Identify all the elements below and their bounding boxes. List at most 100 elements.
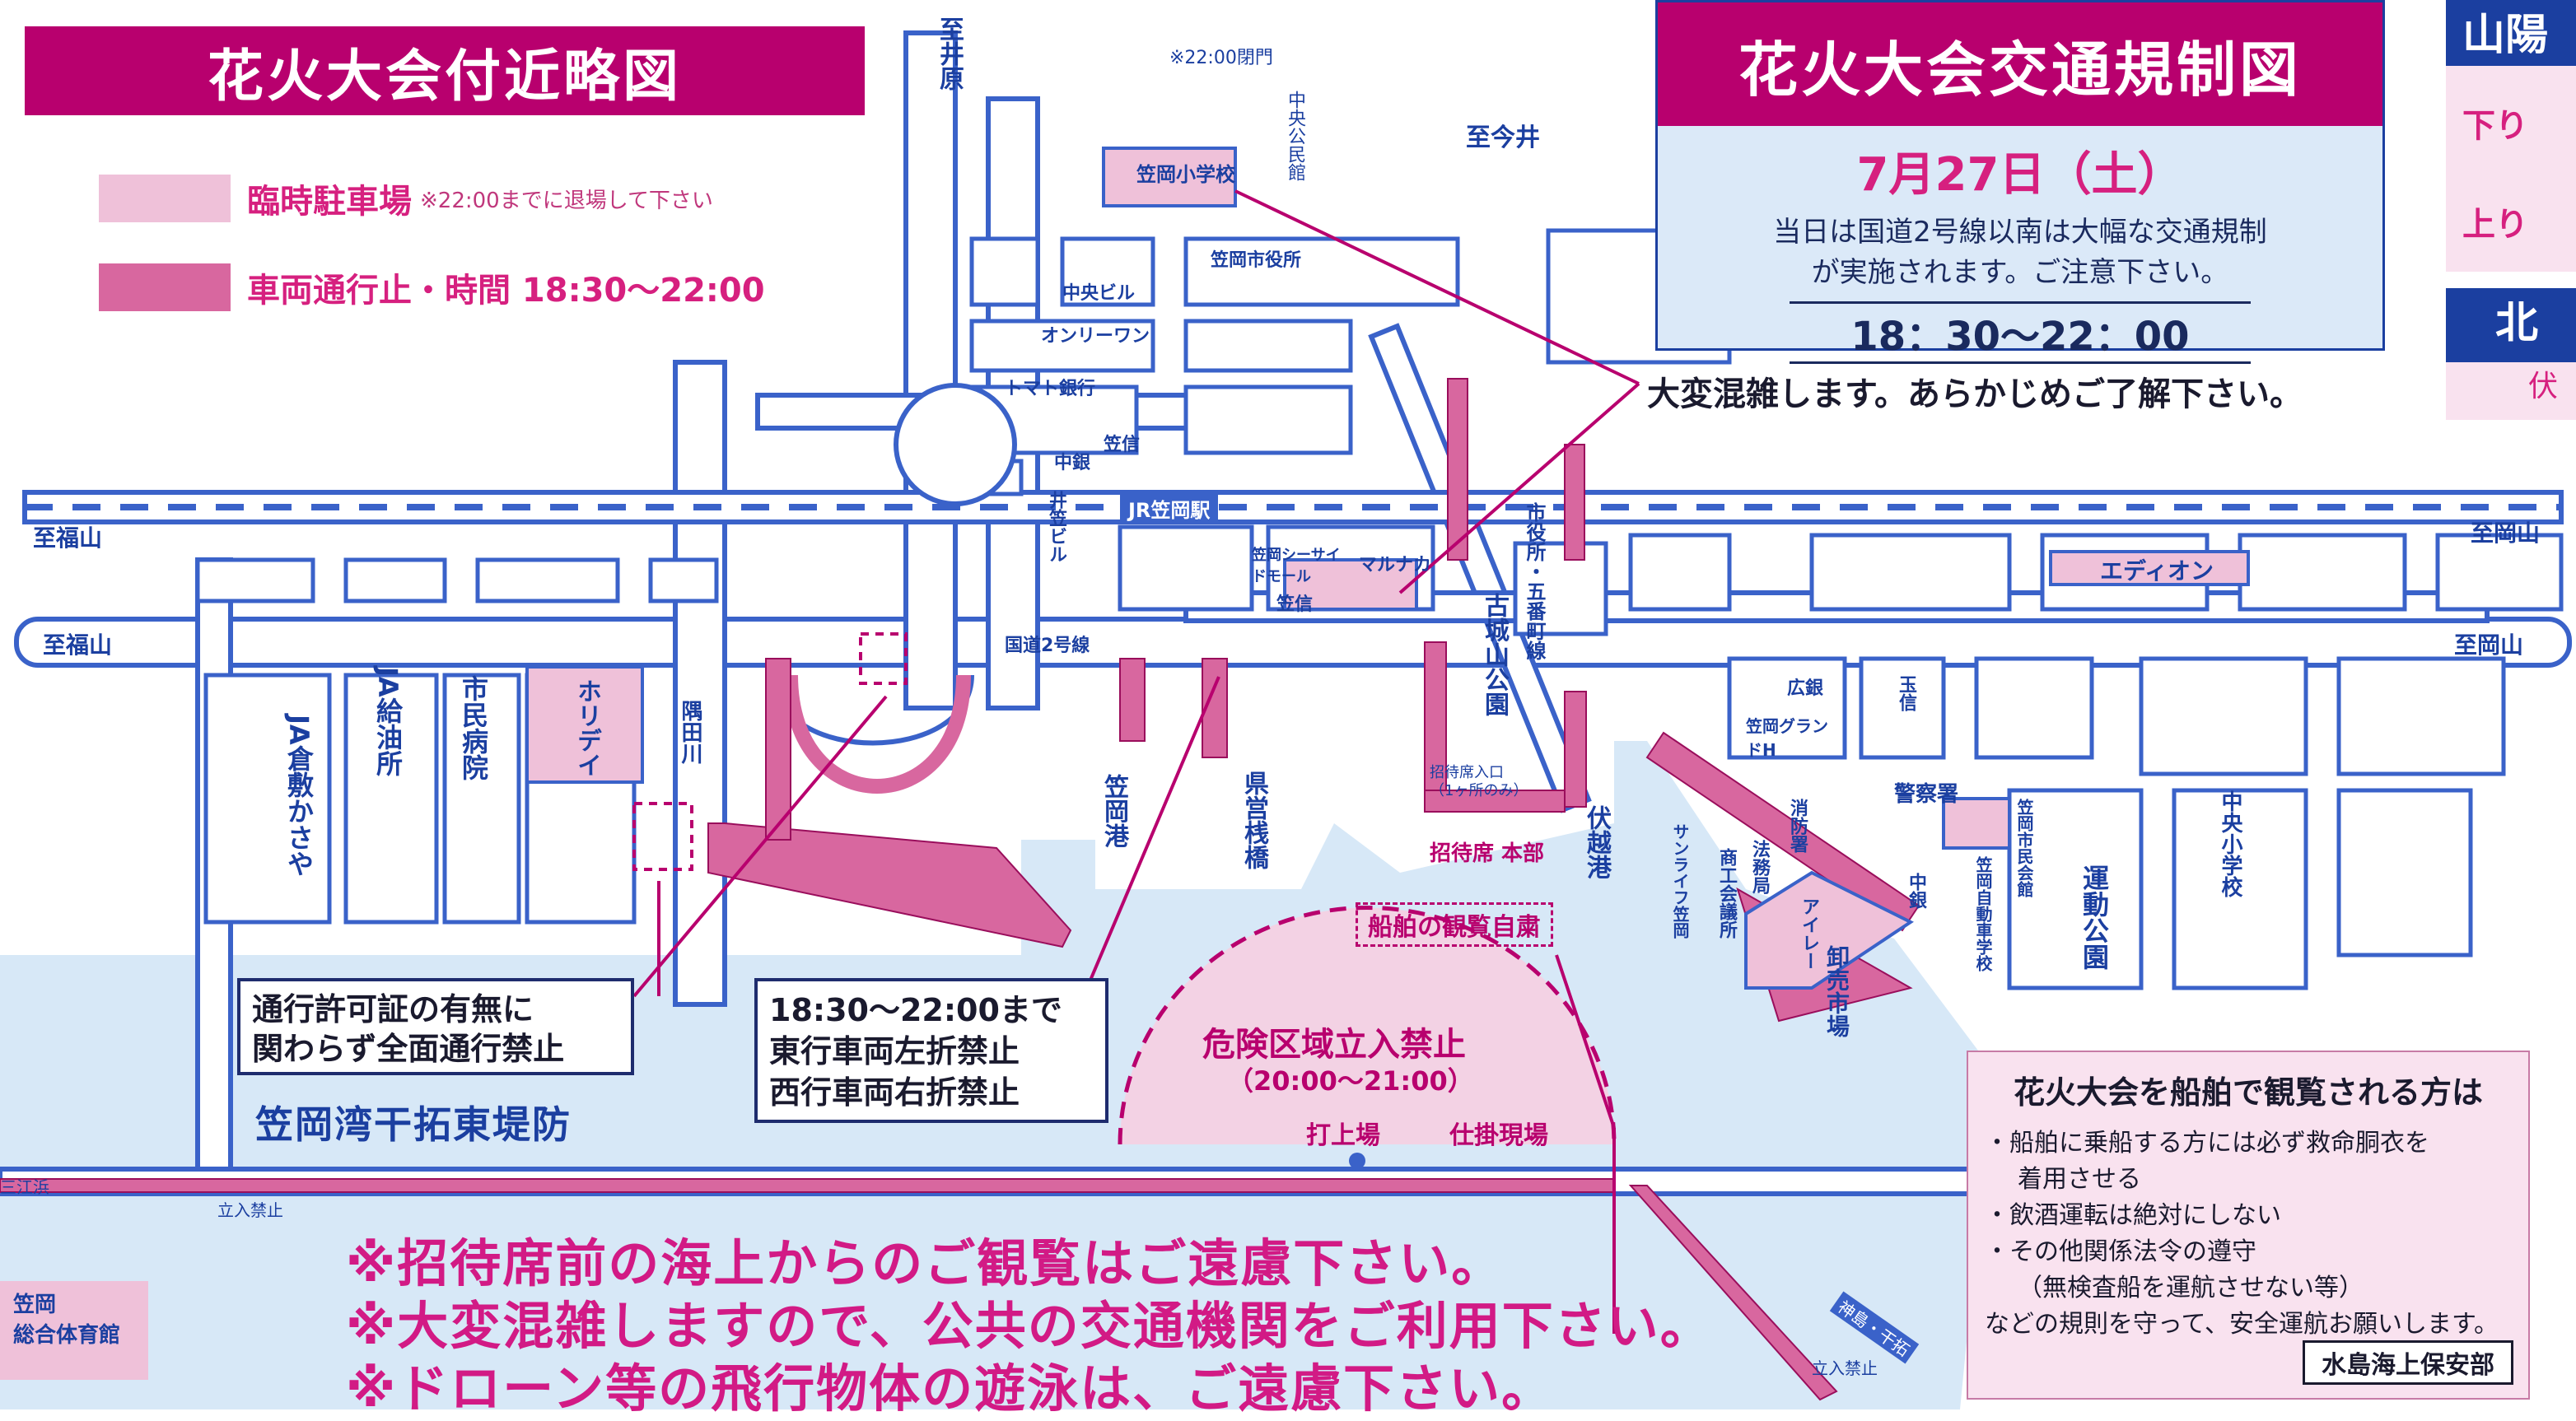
label-invite-entry: 招待席入口 xyxy=(1430,764,1504,781)
label-chugin: 中銀 xyxy=(1054,453,1091,473)
label-jr-station: JR笠岡駅 xyxy=(1120,494,1219,523)
label-civic-hall: 中央公民館 xyxy=(1285,91,1305,181)
label-to-fukuyama-1: 至福山 xyxy=(33,524,103,552)
boat-panel-items: ・船舶に乗船する方には必ず救命胴衣を 着用させる ・飲酒運転は絶対にしない ・そ… xyxy=(1985,1125,2528,1343)
boat-item-3b: （無検査船を運航させない等） xyxy=(2018,1274,2364,1302)
label-chugin-2: 中銀 xyxy=(1906,873,1926,909)
label-route2: 国道2号線 xyxy=(1005,636,1090,656)
label-danger: 危険区域立入禁止 xyxy=(1202,1026,1466,1064)
boat-authority: 水島海上保安部 xyxy=(2303,1340,2513,1385)
label-suda-river: 隅田川 xyxy=(678,700,702,764)
side-tab-down: 下り xyxy=(2462,107,2528,145)
boat-panel-title: 花火大会を船舶で観覧される方は xyxy=(2013,1074,2483,1111)
label-setup: 仕掛現場 xyxy=(1449,1121,1548,1150)
parking-label: 臨時駐車場 xyxy=(247,183,412,221)
label-to-ibara: 至井原 xyxy=(935,16,964,91)
label-danger-time: （20:00〜21:00） xyxy=(1227,1065,1474,1097)
railway xyxy=(22,490,2564,524)
label-seawall: 笠岡湾干拓東堤防 xyxy=(255,1102,572,1147)
parking-swatch xyxy=(99,175,231,222)
label-gate-time: ※22:00閉門 xyxy=(1169,48,1273,68)
gym-area: 笠岡 総合体育館 xyxy=(0,1281,148,1380)
closure-swatch xyxy=(99,263,231,311)
callout-turn-line-2: 東行車両左折禁止 xyxy=(769,1033,1020,1069)
label-driving-school: 笠岡自動車学校 xyxy=(1973,856,1993,971)
label-chamber: 商工会議所 xyxy=(1716,848,1737,939)
label-marunaka: マルナカ xyxy=(1359,555,1432,575)
side-tab-fushi: 伏 xyxy=(2446,362,2576,420)
callout-permit-line-2: 関わらず全面通行禁止 xyxy=(252,1031,565,1067)
label-fire: 消防署 xyxy=(1787,799,1808,853)
label-edion: エディオン xyxy=(2100,557,2214,585)
callout-turn-line-1: 18:30〜22:00まで xyxy=(769,992,1062,1028)
callout-permit-line-1: 通行許可証の有無に xyxy=(252,991,534,1027)
label-tamashin: 玉信 xyxy=(1896,675,1916,711)
callout-lines xyxy=(632,189,1640,1334)
label-tomato-bank: トマト銀行 xyxy=(1005,379,1096,399)
side-tab-sanyo: 山陽 xyxy=(2446,0,2576,66)
label-hiroshin: 広銀 xyxy=(1787,678,1824,699)
label-shiyakusho-road: 市役所・五番町線 xyxy=(1523,502,1546,660)
launch-point-marker xyxy=(1349,1153,1365,1169)
boat-item-3: ・その他関係法令の遵守 xyxy=(1985,1237,2256,1266)
label-tax: 法務局 xyxy=(1749,840,1770,894)
boat-item-1b: 着用させる xyxy=(2018,1165,2141,1194)
label-police: 警察署 xyxy=(1894,782,1959,807)
label-sunlife: サンライフ笠岡 xyxy=(1670,823,1690,939)
map-title: 花火大会付近略図 xyxy=(25,26,865,115)
label-kojoyama: 古城山公園 xyxy=(1480,593,1509,716)
label-kasashin: 笠信 xyxy=(1104,435,1141,455)
label-to-okayama-1: 至岡山 xyxy=(2471,519,2541,547)
side-tab-kita: 北 xyxy=(2446,288,2576,362)
legend-parking: 臨時駐車場 ※22:00までに退場して下さい xyxy=(99,175,713,222)
side-tab-schedule: 下り 上り xyxy=(2446,66,2576,272)
label-only-one: オンリーワン xyxy=(1041,326,1150,347)
callout-turn-restriction: 18:30〜22:00まで 東行車両左折禁止 西行車両右折禁止 xyxy=(754,978,1108,1123)
label-civic-center: 笠岡市民会館 xyxy=(2014,799,2034,897)
label-port: 笠岡港 xyxy=(1099,774,1128,848)
danger-zone xyxy=(1118,906,1617,1145)
label-hospital: 市民病院 xyxy=(458,675,489,780)
traffic-panel-desc-2: が実施されます。ご注意下さい。 xyxy=(1811,256,2229,289)
traffic-panel-title: 花火大会交通規制図 xyxy=(1658,2,2382,126)
boat-item-1: ・船舶に乗船する方には必ず救命胴衣を xyxy=(1985,1129,2429,1158)
side-tab-up: 上り xyxy=(2462,206,2528,244)
label-market: 卸売市場 xyxy=(1823,945,1850,1037)
warning-1: ※招待席前の海上からのご観覧はご遠慮下さい。 xyxy=(346,1233,1505,1293)
roundabout xyxy=(772,383,1017,794)
label-edge-left: 三江浜 xyxy=(0,1177,49,1197)
traffic-panel-date: 7月27日（土） xyxy=(1856,148,2184,202)
label-holiday: ホリデイ xyxy=(572,678,601,777)
city-blocks xyxy=(195,228,2564,990)
label-boat-self: 船舶の観覧自粛 xyxy=(1356,902,1553,947)
traffic-panel-time: 18：30〜22：00 xyxy=(1790,301,2251,364)
parking-areas xyxy=(525,147,2250,990)
label-to-okayama-2: 至岡山 xyxy=(2454,631,2524,659)
traffic-regulation-panel: 花火大会交通規制図 7月27日（土） 当日は国道2号線以南は大幅な交通規制 が実… xyxy=(1655,0,2385,364)
label-alley: アイレー xyxy=(1799,897,1819,970)
gym-label-2: 総合体育館 xyxy=(13,1323,121,1348)
label-invite-entry-note: （1ヶ所のみ） xyxy=(1430,782,1528,799)
label-no-entry-1: 立入禁止 xyxy=(217,1200,283,1220)
label-grand-h: 笠岡グランドH xyxy=(1746,716,1828,760)
boat-closing: などの規則を守って、安全運航お願いします。 xyxy=(1985,1310,2499,1339)
label-launch: 打上場 xyxy=(1306,1121,1380,1150)
label-chuo-bldg: 中央ビル xyxy=(1062,283,1136,304)
label-kasashin-2: 笠信 xyxy=(1276,594,1314,615)
traffic-panel-desc-1: 当日は国道2号線以南は大幅な交通規制 xyxy=(1773,216,2267,249)
label-pier: 県営桟橋 xyxy=(1239,771,1268,869)
warning-2: ※大変混雑しますので、公共の交通機関をご利用下さい。 xyxy=(346,1296,1713,1356)
callout-turn-line-3: 西行車両右折禁止 xyxy=(769,1074,1020,1111)
warning-3: ※ドローン等の飛行物体の遊泳は、ご遠慮下さい。 xyxy=(346,1358,1555,1419)
boat-viewing-panel: 花火大会を船舶で観覧される方は ・船舶に乗船する方には必ず救命胴衣を 着用させる… xyxy=(1967,1051,2530,1400)
label-no-entry-2: 立入禁止 xyxy=(1812,1358,1878,1378)
closure-markers xyxy=(632,632,908,871)
callout-permit: 通行許可証の有無に 関わらず全面通行禁止 xyxy=(237,978,634,1075)
boat-item-2: ・飲酒運転は絶対にしない xyxy=(1985,1201,2281,1230)
label-city-hall: 笠岡市役所 xyxy=(1211,250,1302,271)
label-invite-hq: 招待席 本部 xyxy=(1430,841,1545,866)
legend-closure: 車両通行止・時間 18:30〜22:00 xyxy=(99,263,765,311)
label-ja-gas: JA給油所 xyxy=(372,667,404,776)
